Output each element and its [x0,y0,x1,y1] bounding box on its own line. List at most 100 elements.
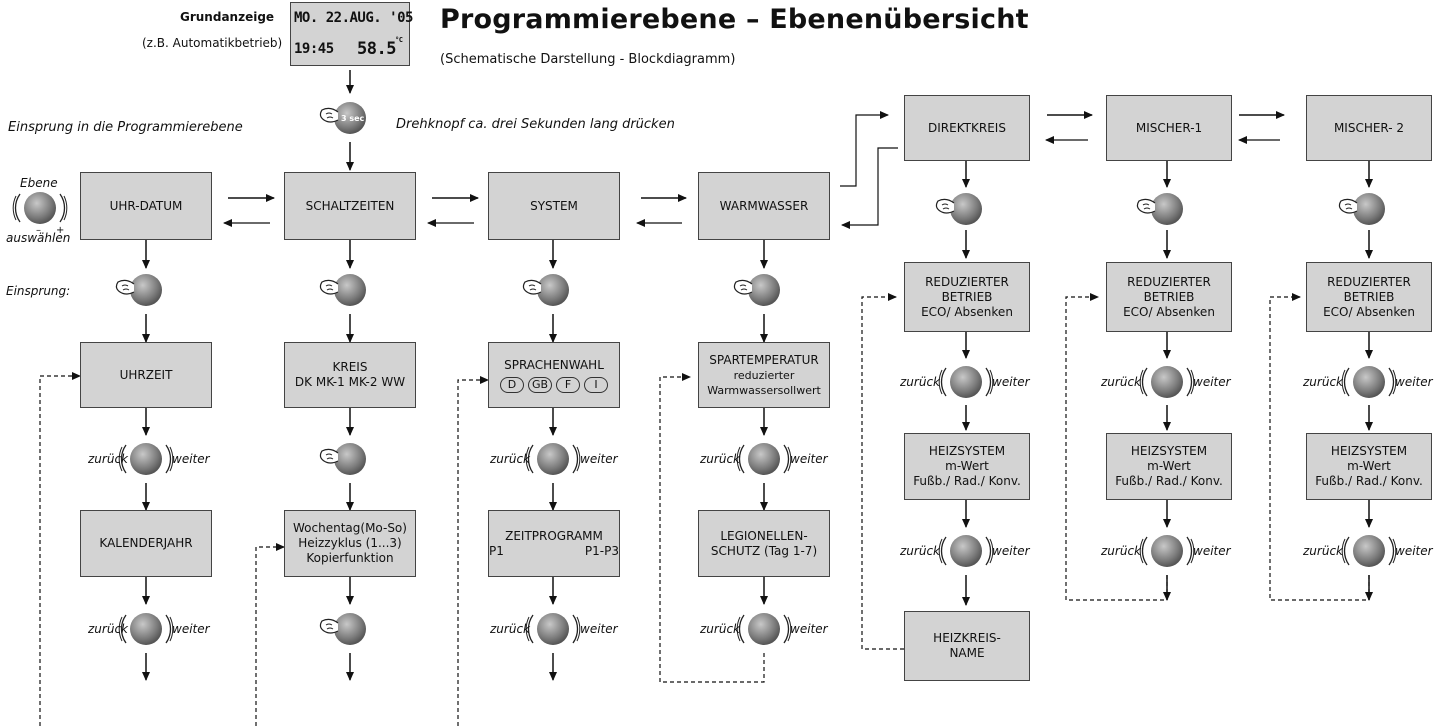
push-knob-icon [319,442,367,476]
svg-text:–: – [36,225,41,236]
turn-knob-icon [1341,534,1397,568]
weiter-label: weiter [580,452,618,466]
language-f: F [556,376,581,393]
level-direktkreis: DIREKTKREIS [904,95,1030,161]
level-warmwasser: WARMWASSER [698,172,830,240]
language-i: I [584,376,609,393]
page-subtitle: (Schematische Darstellung - Blockdiagram… [440,52,736,67]
grundanzeige-label: Grundanzeige [180,10,275,24]
direkt-heizsystem-box: HEIZSYSTEM m-Wert Fußb./ Rad./ Konv. [904,433,1030,500]
sprachenwahl-box: SPRACHENWAHL D GB F I [488,342,620,408]
level-system: SYSTEM [488,172,620,240]
push-knob-icon [1338,192,1386,226]
level-mischer-2: MISCHER- 2 [1306,95,1432,161]
weiter-label: weiter [1193,375,1231,389]
zurueck-label: zurück [1303,544,1343,558]
push-knob-icon [733,273,781,307]
push-knob-icon [319,273,367,307]
system-column-arrows [457,240,557,726]
lcd-date: MO. 22.AUG. '05 [294,10,413,26]
zurueck-label: zurück [1101,375,1141,389]
weiter-label: weiter [992,544,1030,558]
weiter-label: weiter [1193,544,1231,558]
m2-reduzierter-betrieb-box: REDUZIERTER BETRIEB ECO/ Absenken [1306,262,1432,332]
turn-knob-icon [1139,534,1195,568]
kreis-box: KREIS DK MK-1 MK-2 WW [284,342,416,408]
language-d: D [499,376,524,393]
zurueck-label: zurück [88,452,128,466]
level-mischer-1: MISCHER-1 [1106,95,1232,161]
ebene-label: Ebene [20,176,58,190]
turn-knob-icon [938,534,994,568]
push-knob-icon [115,273,163,307]
push-knob-icon [1136,192,1184,226]
m2-column-arrows [1269,161,1373,601]
weiter-label: weiter [1395,544,1433,558]
ww-column-arrows [659,240,768,683]
direkt-reduzierter-betrieb-box: REDUZIERTER BETRIEB ECO/ Absenken [904,262,1030,332]
wochentag-box: Wochentag(Mo-So) Heizzyklus (1...3) Kopi… [284,510,416,577]
m2-heizsystem-box: HEIZSYSTEM m-Wert Fußb./ Rad./ Konv. [1306,433,1432,500]
level-uhr-datum: UHR-DATUM [80,172,212,240]
direkt-column-arrows [861,161,970,650]
legionellenschutz-box: LEGIONELLEN- SCHUTZ (Tag 1-7) [698,510,830,577]
kalenderjahr-box: KALENDERJAHR [80,510,212,577]
push-knob-icon [319,612,367,646]
spartemperatur-box: SPARTEMPERATUR reduzierter Warmwassersol… [698,342,830,408]
grundanzeige-sub: (z.B. Automatikbetrieb) [142,36,283,50]
ebene-knob-icon [12,191,68,225]
zeitprogramm-box: ZEITPROGRAMM P1 P1-P3 [488,510,620,577]
zurueck-label: zurück [900,375,940,389]
m1-heizsystem-box: HEIZSYSTEM m-Wert Fußb./ Rad./ Konv. [1106,433,1232,500]
level-schaltzeiten: SCHALTZEITEN [284,172,416,240]
language-options: D GB F I [499,376,609,393]
push-knob-icon [522,273,570,307]
arrow-ww-direkt [840,111,889,187]
drehknopf-label: Drehknopf ca. drei Sekunden lang drücken [396,117,675,132]
weiter-label: weiter [580,622,618,636]
uhr-column-arrows [39,240,150,726]
weiter-label: weiter [992,375,1030,389]
zeitprogramm-range: P1-P3 [584,543,619,558]
auswaehlen-label: auswählen [6,231,71,245]
einsprung-programmierebene-label: Einsprung in die Programmierebene [8,120,243,135]
weiter-label: weiter [172,622,210,636]
lcd-unit: °C [395,36,403,44]
zurueck-label: zurück [490,622,530,636]
push-knob-icon [935,192,983,226]
weiter-label: weiter [790,452,828,466]
turn-knob-icon [525,612,581,646]
page-title: Programmierebene – Ebenenübersicht [440,4,1029,35]
weiter-label: weiter [172,452,210,466]
turn-knob-sign-marks: –+ [36,225,64,236]
turn-knob-icon [736,442,792,476]
zurueck-label: zurück [700,622,740,636]
zurueck-label: zurück [490,452,530,466]
lcd-time: 19:45 [294,41,334,57]
arrow-direkt-ww [841,147,898,229]
three-sec-label: 3 sec [341,114,365,123]
turn-knob-icon [1341,365,1397,399]
m1-reduzierter-betrieb-box: REDUZIERTER BETRIEB ECO/ Absenken [1106,262,1232,332]
zurueck-label: zurück [1101,544,1141,558]
weiter-label: weiter [790,622,828,636]
heizkreis-name-box: HEIZKREIS- NAME [904,611,1030,681]
language-gb: GB [527,376,553,393]
weiter-label: weiter [1395,375,1433,389]
turn-knob-icon [736,612,792,646]
svg-text:+: + [56,225,64,236]
turn-knob-icon [525,442,581,476]
lcd-temperature: 58.5 [357,39,396,59]
einsprung-label: Einsprung: [6,284,71,298]
zeitprogramm-p1: P1 [489,543,504,558]
uhrzeit-box: UHRZEIT [80,342,212,408]
zurueck-label: zurück [900,544,940,558]
turn-knob-icon [1139,365,1195,399]
zurueck-label: zurück [700,452,740,466]
schalt-column-arrows [255,240,354,726]
zurueck-label: zurück [88,622,128,636]
zurueck-label: zurück [1303,375,1343,389]
lcd-display: MO. 22.AUG. '05 19:45 58.5 °C [290,2,413,66]
turn-knob-icon [938,365,994,399]
